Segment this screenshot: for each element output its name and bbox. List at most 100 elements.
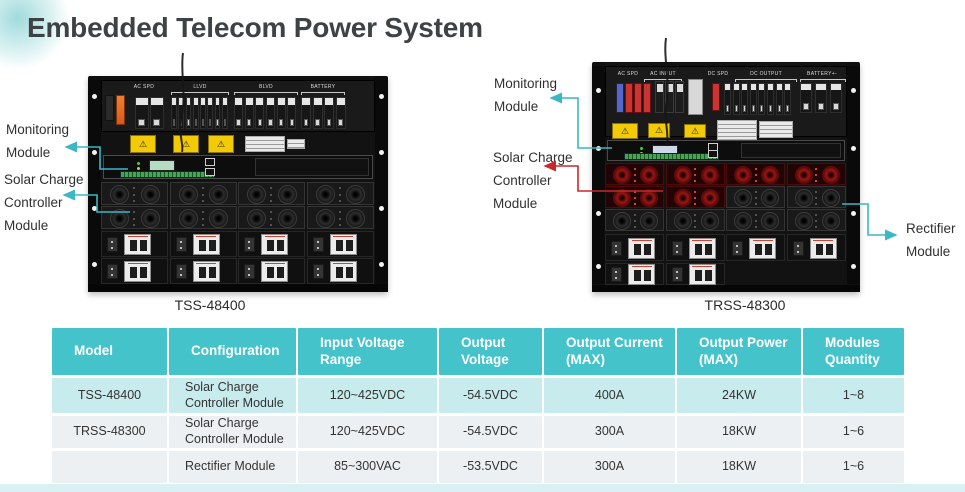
led-dot xyxy=(815,226,818,228)
connector-pin xyxy=(111,241,113,243)
pv-breaker-module xyxy=(786,234,846,261)
pv-connector xyxy=(175,237,187,252)
breaker-toggle xyxy=(338,119,343,126)
panel-section-bracket xyxy=(800,79,846,82)
led-dot xyxy=(201,224,204,226)
fan-module xyxy=(605,186,664,208)
spd-orange xyxy=(116,95,125,125)
led-dot xyxy=(694,191,697,193)
breaker-unit xyxy=(784,83,792,115)
connector-pin xyxy=(736,250,738,253)
breaker-handle xyxy=(765,243,772,255)
screw-hole xyxy=(596,264,601,269)
table-cell: 85~300VAC xyxy=(298,451,437,483)
led-dot xyxy=(270,193,273,196)
callout-monitoring-right: Monitoring Module xyxy=(494,76,558,115)
fan-icon xyxy=(700,166,719,184)
pv-breaker xyxy=(124,234,151,255)
breaker-cap xyxy=(136,98,148,105)
led-dot xyxy=(633,168,636,170)
spd-blue xyxy=(616,83,624,113)
breaker-toggle xyxy=(726,105,729,112)
table-header-modules-qty: Modules Quantity xyxy=(803,328,904,375)
callout-monitoring-left: Monitoring Module xyxy=(6,122,70,161)
breaker-unit xyxy=(741,83,749,115)
connector-pin xyxy=(316,241,319,243)
breaker-unit xyxy=(830,83,842,113)
breaker-cap xyxy=(172,98,176,105)
panel-section-label: AC SPD xyxy=(617,71,639,77)
led-dot xyxy=(270,187,273,189)
panel-section-label: DC OUTPUT xyxy=(750,71,782,77)
fan-icon xyxy=(110,185,130,204)
led-green xyxy=(137,167,140,170)
connector-pin xyxy=(179,241,182,243)
breaker-unit xyxy=(767,83,774,115)
fan-icon xyxy=(140,209,160,228)
breaker-handle xyxy=(345,267,353,278)
breaker-toggle xyxy=(268,119,273,126)
table-cell: 300A xyxy=(544,416,675,448)
breaker-cap xyxy=(222,98,227,105)
pv-breaker xyxy=(329,261,357,282)
breaker-toggle xyxy=(172,119,175,126)
terminal-block xyxy=(120,171,215,178)
pv-breaker xyxy=(329,234,357,255)
table-cell: -54.5VDC xyxy=(439,416,542,448)
blank-plate xyxy=(741,143,842,158)
fan-module xyxy=(238,206,305,229)
pv-connector xyxy=(107,237,118,252)
connector-pin xyxy=(316,268,319,270)
callout-rectifier-right: Rectifier Module xyxy=(906,221,956,260)
pv-breaker xyxy=(688,237,716,259)
spec-label xyxy=(245,136,285,152)
breaker-cap xyxy=(208,98,212,105)
breaker-cap xyxy=(201,98,205,105)
breaker-handle xyxy=(644,243,651,255)
ethernet-port xyxy=(205,158,215,166)
panel-section-bracket xyxy=(644,79,682,82)
led-dot xyxy=(815,197,818,199)
pv-connector xyxy=(611,267,622,282)
table-cell: 24KW xyxy=(677,378,801,413)
led-dot xyxy=(694,168,697,170)
led-dot xyxy=(133,211,136,213)
pv-breaker-module xyxy=(101,258,168,284)
led-dot xyxy=(694,180,697,182)
breaker-handle xyxy=(704,243,712,255)
pv-breaker xyxy=(192,261,220,282)
table-cell: TSS-48400 xyxy=(52,378,167,413)
led-dot xyxy=(338,187,341,189)
fan-module xyxy=(306,206,374,229)
fan-module xyxy=(101,182,168,205)
pv-connector xyxy=(671,240,683,256)
breaker-toggle xyxy=(751,105,755,112)
connector-pin xyxy=(111,274,113,276)
breaker-cap xyxy=(193,98,198,105)
breaker-handle xyxy=(335,267,343,278)
pv-connector xyxy=(671,267,683,282)
breaker-unit xyxy=(192,97,199,129)
breaker-toggle xyxy=(153,119,161,126)
led-dot xyxy=(815,168,818,170)
breaker-toggle xyxy=(247,119,252,126)
led-dot xyxy=(270,224,273,226)
fan-icon xyxy=(761,166,780,184)
led-dot xyxy=(815,174,818,176)
breaker-toggle xyxy=(257,119,263,126)
ethernet-port xyxy=(205,168,215,176)
table-cell: 400A xyxy=(544,378,675,413)
breaker-handle xyxy=(644,270,651,281)
led-dot xyxy=(815,180,818,182)
pv-breaker-module xyxy=(605,234,664,261)
connector-pin xyxy=(615,271,617,273)
fan-icon xyxy=(794,212,813,230)
breaker-cap xyxy=(151,98,163,105)
breaker-cap xyxy=(733,84,739,90)
pv-breaker xyxy=(749,237,776,259)
panel-section-label: BATTERY+- xyxy=(807,71,837,77)
led-dot xyxy=(754,191,757,193)
ac-breaker xyxy=(665,81,674,113)
